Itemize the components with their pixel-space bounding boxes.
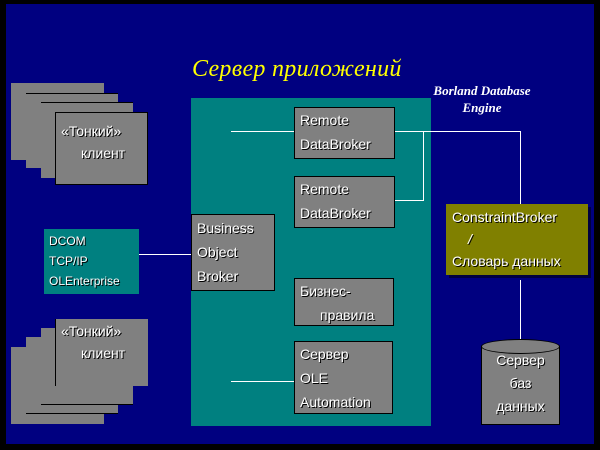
constraint-broker: ConstraintBroker / Словарь данных bbox=[446, 204, 588, 275]
connector-rdb1-bde bbox=[395, 131, 521, 132]
cb-line1: ConstraintBroker bbox=[452, 209, 558, 225]
connector-rdb2-join bbox=[395, 200, 424, 201]
rules-line1: Бизнес- bbox=[300, 283, 351, 299]
ole-automation-server: Сервер OLE Automation bbox=[294, 341, 393, 414]
db-line3: данных bbox=[496, 398, 545, 414]
client-label-line2: клиент bbox=[81, 145, 126, 161]
cb-line3: Словарь данных bbox=[452, 253, 561, 269]
diagram-title: Сервер приложений bbox=[192, 56, 402, 82]
db-line1: Сервер bbox=[496, 352, 545, 368]
rdb2-line1: Remote bbox=[300, 181, 350, 197]
connector-constraint-db bbox=[520, 280, 521, 342]
business-object-broker: Business Object Broker bbox=[191, 214, 275, 291]
ole-line2: OLE bbox=[300, 370, 329, 386]
cb-line2: / bbox=[468, 231, 472, 247]
protocol-dcom: DCOM bbox=[49, 234, 86, 248]
bde-label: Borland Database Engine bbox=[420, 82, 544, 116]
connector-in-rdb1 bbox=[231, 131, 294, 132]
rdb2-line2: DataBroker bbox=[300, 205, 371, 221]
protocols-box: DCOM TCP/IP OLEnterprise bbox=[44, 229, 139, 294]
connector-rdb-join bbox=[423, 131, 424, 201]
client-label-line1: «Тонкий» bbox=[61, 323, 122, 339]
client-label-line2: клиент bbox=[81, 345, 126, 361]
db-cylinder-top bbox=[481, 339, 560, 354]
client-front: «Тонкий» клиент bbox=[55, 112, 148, 185]
client-label-line1: «Тонкий» bbox=[61, 123, 122, 139]
rdb1-line1: Remote bbox=[300, 112, 350, 128]
connector-protocols-bob bbox=[139, 254, 192, 255]
remote-databroker-2: Remote DataBroker bbox=[294, 176, 395, 228]
bob-line2: Object bbox=[197, 244, 238, 260]
connector-bde-constraint bbox=[520, 131, 521, 204]
ole-line1: Сервер bbox=[300, 346, 349, 362]
client-front: «Тонкий» клиент bbox=[55, 319, 148, 386]
bob-line3: Broker bbox=[197, 268, 239, 284]
protocol-tcpip: TCP/IP bbox=[49, 254, 88, 268]
bde-label-line2: Engine bbox=[462, 100, 502, 115]
rdb1-line2: DataBroker bbox=[300, 136, 371, 152]
connector-in-ole bbox=[231, 381, 294, 382]
remote-databroker-1: Remote DataBroker bbox=[294, 107, 395, 159]
business-rules: Бизнес- правила bbox=[294, 278, 394, 326]
db-line2: баз bbox=[509, 375, 532, 391]
ole-line3: Automation bbox=[300, 394, 371, 410]
rules-line2: правила bbox=[320, 307, 375, 323]
protocol-olenterprise: OLEnterprise bbox=[49, 274, 120, 288]
bde-label-line1: Borland Database bbox=[433, 83, 531, 98]
db-cylinder-body bbox=[481, 346, 560, 425]
bob-line1: Business bbox=[197, 220, 254, 236]
